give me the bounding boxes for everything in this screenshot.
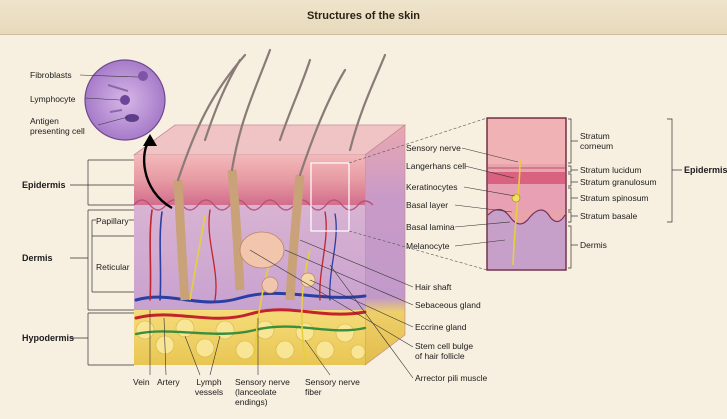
label-hair-shaft: Hair shaft — [415, 282, 451, 292]
label-sensory-lanceolate-line1: Sensory nerve — [235, 377, 290, 387]
label-stratum-basale: Stratum basale — [580, 211, 637, 221]
epidermis-inset-detail — [487, 118, 566, 270]
label-lymph-line2: vessels — [192, 387, 226, 397]
label-basal-layer: Basal layer — [406, 200, 448, 210]
label-antigen-line1: Antigen — [30, 116, 59, 126]
label-reticular: Reticular — [96, 262, 130, 272]
label-sensory-lanceolate-line2: (lanceolate — [235, 387, 277, 397]
label-arrector-pili: Arrector pili muscle — [415, 373, 487, 383]
label-antigen-line2: presenting cell — [30, 126, 85, 136]
label-keratinocytes: Keratinocytes — [406, 182, 458, 192]
label-papillary: Papillary — [96, 216, 129, 226]
sebaceous-gland-shape — [240, 232, 284, 268]
label-stratum-spinosum: Stratum spinosum — [580, 193, 649, 203]
label-sensory-fiber-line2: fiber — [305, 387, 322, 397]
label-inset-dermis: Dermis — [580, 240, 607, 250]
label-sebaceous-gland: Sebaceous gland — [415, 300, 481, 310]
label-melanocyte: Melanocyte — [406, 241, 449, 251]
label-hypodermis: Hypodermis — [22, 333, 74, 343]
label-epidermis: Epidermis — [22, 180, 66, 190]
label-eccrine-gland: Eccrine gland — [415, 322, 467, 332]
label-stratum-granulosum: Stratum granulosum — [580, 177, 657, 187]
label-stem-cell-line1: Stem cell bulge — [415, 341, 473, 351]
label-basal-lamina: Basal lamina — [406, 222, 455, 232]
skin-surface-top — [134, 125, 405, 155]
label-stratum-corneum-line1: Stratum — [580, 131, 610, 141]
label-langerhans-cell: Langerhans cell — [406, 161, 466, 171]
label-stratum-lucidum: Stratum lucidum — [580, 165, 641, 175]
label-fibroblasts: Fibroblasts — [30, 70, 72, 80]
label-artery: Artery — [157, 377, 180, 387]
label-stem-cell-line2: of hair follicle — [415, 351, 465, 361]
label-stratum-corneum-line2: corneum — [580, 141, 613, 151]
label-sensory-lanceolate-line3: endings) — [235, 397, 268, 407]
label-lymphocyte: Lymphocyte — [30, 94, 76, 104]
label-lymph-line1: Lymph — [192, 377, 226, 387]
label-inset-epidermis: Epidermis — [684, 165, 727, 175]
label-sensory-fiber-line1: Sensory nerve — [305, 377, 360, 387]
label-vein: Vein — [133, 377, 150, 387]
label-dermis: Dermis — [22, 253, 53, 263]
label-sensory-nerve: Sensory nerve — [406, 143, 461, 153]
